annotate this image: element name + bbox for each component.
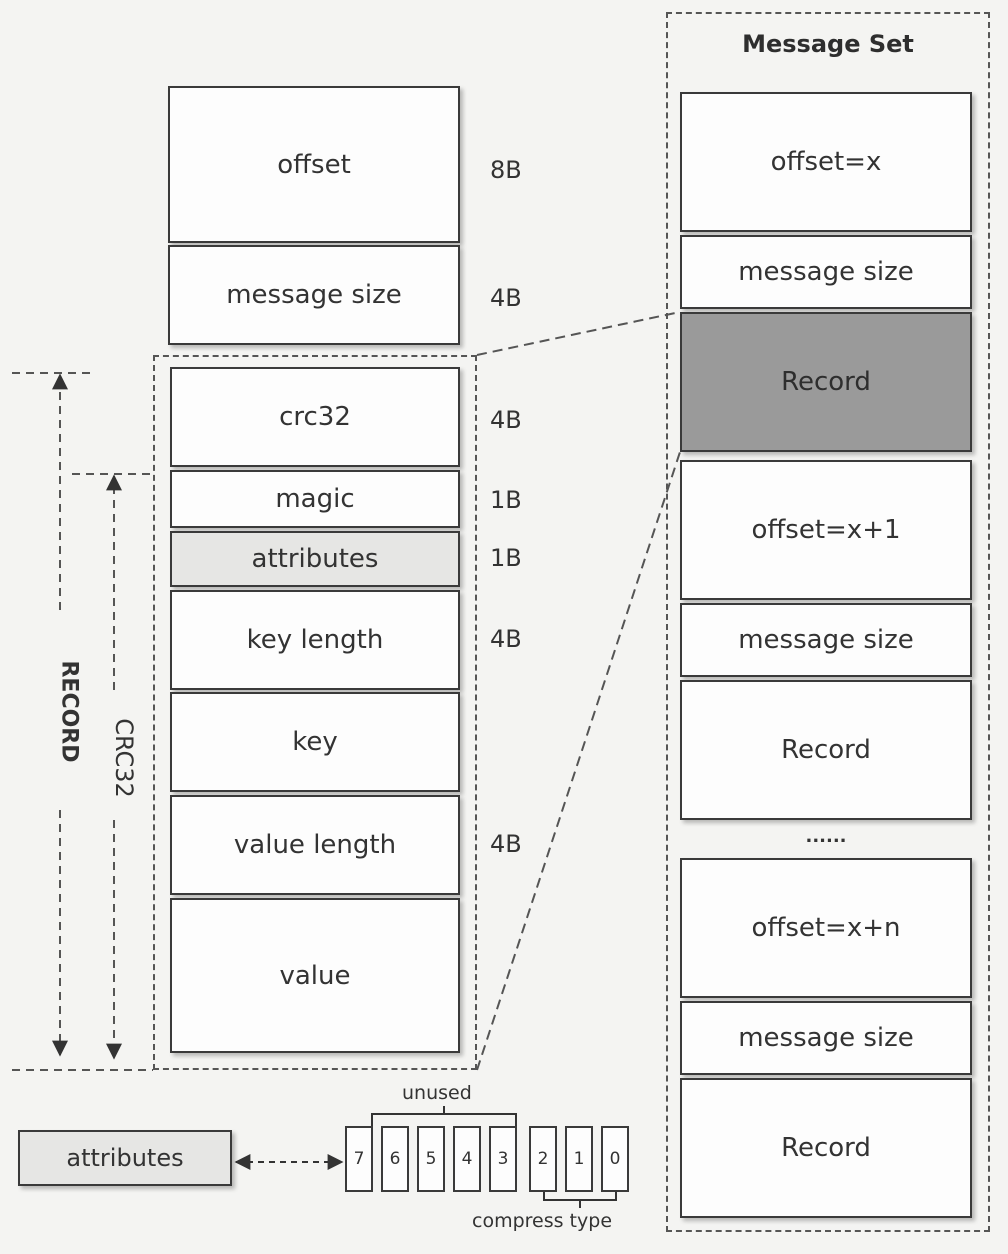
unused-label: unused — [402, 1082, 472, 1104]
bit-cell: 6 — [381, 1126, 409, 1192]
ms-record: Record — [680, 1078, 972, 1218]
ms-message-size: message size — [680, 235, 972, 309]
record-container — [153, 355, 477, 1070]
bit-cell: 5 — [417, 1126, 445, 1192]
ms-offset: offset=x — [680, 92, 972, 232]
ms-message-size: message size — [680, 603, 972, 677]
field-size: 4B — [490, 406, 522, 434]
zoom-line-top — [476, 311, 681, 356]
attributes-detail-box: attributes — [18, 1130, 232, 1186]
message-set-title: Message Set — [742, 30, 914, 58]
field-label: value length — [233, 830, 397, 860]
ms-record: Record — [680, 680, 972, 820]
ms-label: Record — [781, 735, 871, 765]
ms-label: offset=x+1 — [751, 515, 901, 545]
field-label: message size — [226, 280, 402, 310]
message-set-container — [666, 12, 990, 1232]
field-size: 8B — [490, 156, 522, 184]
field-size: 4B — [490, 830, 522, 858]
ms-record-highlighted: Record — [680, 312, 972, 452]
ms-offset: offset=x+n — [680, 858, 972, 998]
bit-cell: 3 — [489, 1126, 517, 1192]
field-label: key length — [246, 625, 384, 655]
field-crc32: crc32 — [170, 367, 460, 467]
field-size: 1B — [490, 486, 522, 514]
attributes-detail-label: attributes — [66, 1144, 184, 1172]
field-offset: offset — [168, 86, 460, 243]
field-size: 4B — [490, 284, 522, 312]
ms-label: offset=x+n — [751, 913, 901, 943]
ms-ellipsis: ...... — [805, 826, 847, 847]
ms-label: Record — [781, 367, 871, 397]
bit-cell: 2 — [529, 1126, 557, 1192]
field-message-size: message size — [168, 245, 460, 345]
record-label: RECORD — [52, 652, 86, 771]
bit-cell: 7 — [345, 1126, 373, 1192]
field-label: value — [279, 960, 351, 991]
ms-message-size: message size — [680, 1001, 972, 1075]
crc32-label: CRC32 — [105, 710, 142, 806]
ms-offset: offset=x+1 — [680, 460, 972, 600]
field-key: key — [170, 692, 460, 792]
bit-cell: 1 — [565, 1126, 593, 1192]
bit-cell: 4 — [453, 1126, 481, 1192]
field-label: offset — [277, 149, 351, 180]
ms-label: message size — [738, 1023, 914, 1053]
field-label: magic — [275, 484, 355, 514]
field-key-length: key length — [170, 590, 460, 690]
field-size: 4B — [490, 625, 522, 653]
field-magic: magic — [170, 470, 460, 528]
field-attributes: attributes — [170, 531, 460, 587]
field-value: value — [170, 898, 460, 1053]
zoom-line-bottom — [476, 451, 681, 1071]
field-label: crc32 — [279, 402, 351, 432]
ms-label: message size — [738, 257, 914, 287]
compress-bracket — [543, 1192, 617, 1201]
compress-type-label: compress type — [472, 1210, 613, 1232]
field-label: key — [292, 727, 338, 757]
ms-label: offset=x — [770, 147, 882, 177]
ms-label: Record — [781, 1133, 871, 1163]
bit-cell: 0 — [601, 1126, 629, 1192]
field-value-length: value length — [170, 795, 460, 895]
ms-label: message size — [738, 625, 914, 655]
field-label: attributes — [251, 544, 379, 574]
unused-bracket — [371, 1113, 517, 1126]
field-size: 1B — [490, 544, 522, 572]
